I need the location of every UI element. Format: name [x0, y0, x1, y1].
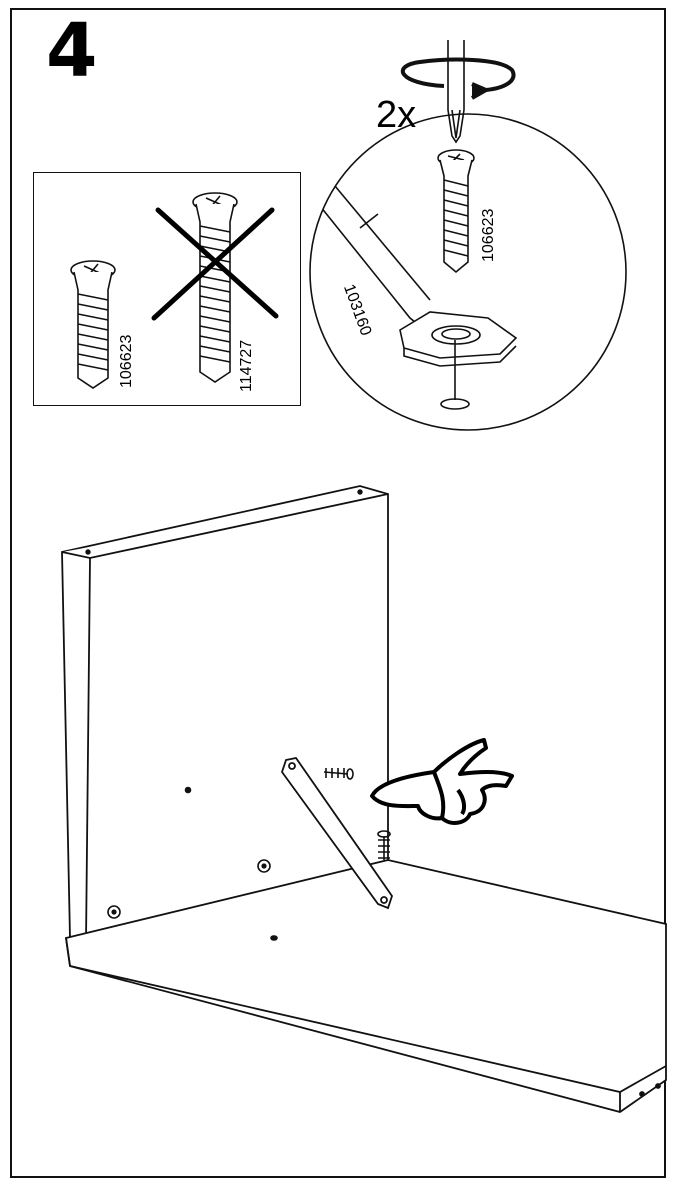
cross-out-icon: [151, 207, 279, 321]
part-number-screw-detail: 106623: [480, 208, 497, 262]
screw-106623-icon: [70, 260, 116, 389]
screw-114727-icon: [192, 192, 238, 383]
pointing-hand-icon: [370, 738, 514, 825]
part-number-screw-106623: 106623: [118, 334, 135, 388]
rotation-arrow-icon: [400, 57, 516, 100]
step-number: 4: [46, 8, 97, 94]
bottom-panel: [64, 859, 667, 1113]
detail-zoom-circle: [309, 113, 627, 431]
screw-106623-detail-icon: [437, 149, 475, 274]
back-panel: [61, 485, 389, 943]
small-screws-icon: [323, 768, 391, 860]
panel-holes: [107, 786, 278, 941]
quantity-label: 2x: [376, 94, 417, 136]
angle-bracket-103160: [280, 757, 393, 910]
screwdriver-icon: [447, 40, 465, 144]
part-number-screw-114727: 114727: [238, 339, 255, 392]
